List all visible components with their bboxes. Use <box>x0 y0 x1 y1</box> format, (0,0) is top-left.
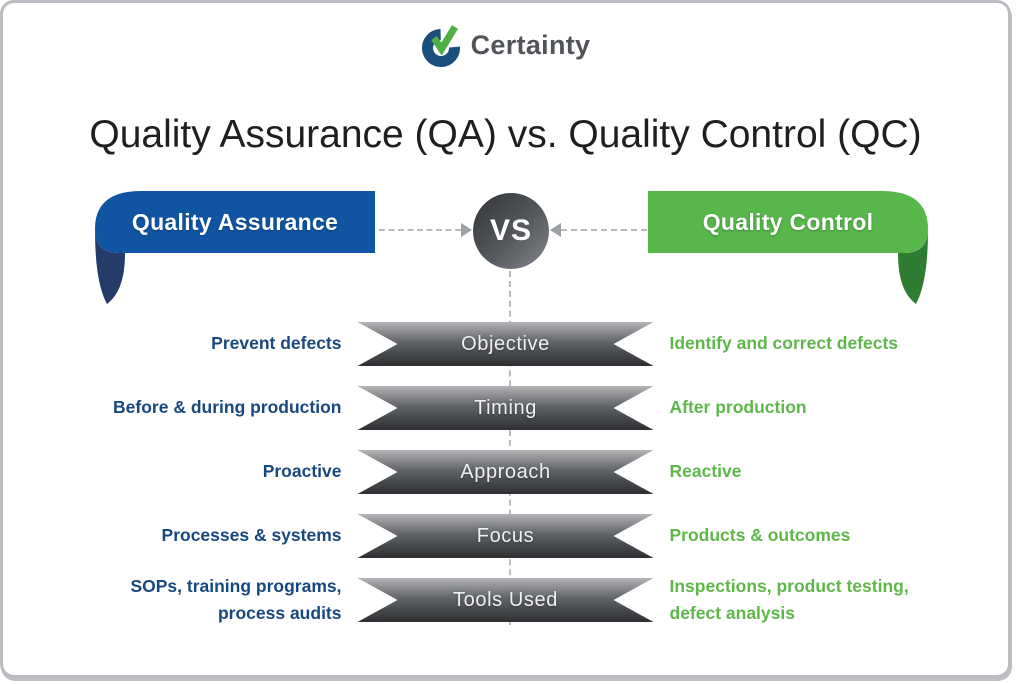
certainty-logo-icon <box>421 25 460 67</box>
qc-header-ribbon: Quality Control <box>648 191 928 306</box>
vs-badge: VS <box>473 193 549 269</box>
qa-dashed-connector <box>379 229 461 231</box>
page-title: Quality Assurance (QA) vs. Quality Contr… <box>89 113 922 157</box>
qa-arrowhead-icon <box>461 223 472 237</box>
qa-cell: SOPs, training programs, process audits <box>3 573 358 627</box>
qc-cell: After production <box>654 394 1009 421</box>
comparison-row-timing: Before & during production Timing After … <box>3 376 1008 440</box>
qc-dashed-connector <box>561 229 647 231</box>
qa-value: SOPs, training programs, process audits <box>130 575 342 623</box>
brand-name: Certainty <box>470 29 591 60</box>
qa-cell: Before & during production <box>3 394 358 421</box>
qa-value: Prevent defects <box>211 333 342 354</box>
row-category-banner: Approach <box>358 450 654 494</box>
qc-ribbon-shape <box>648 191 928 304</box>
qa-value: Before & during production <box>113 397 342 418</box>
category-label: Tools Used <box>453 588 558 611</box>
qa-value: Proactive <box>262 461 342 482</box>
category-label: Objective <box>461 332 550 355</box>
qc-value: Products & outcomes <box>669 525 851 546</box>
row-category-banner: Timing <box>358 386 654 430</box>
qa-cell: Prevent defects <box>3 330 358 357</box>
row-category-banner: Objective <box>358 322 654 366</box>
qa-cell: Processes & systems <box>3 522 358 549</box>
qa-cell: Proactive <box>3 458 358 485</box>
qc-value: Inspections, product testing, defect ana… <box>669 575 909 623</box>
qa-value: Processes & systems <box>161 525 342 546</box>
comparison-row-tools-used: SOPs, training programs, process audits … <box>3 568 1008 632</box>
comparison-row-focus: Processes & systems Focus Products & out… <box>3 504 1008 568</box>
qa-header-label: Quality Assurance <box>131 208 339 235</box>
qc-cell: Inspections, product testing, defect ana… <box>654 573 1009 627</box>
qc-value: Reactive <box>669 461 742 482</box>
qc-cell: Identify and correct defects <box>654 330 1009 357</box>
qc-cell: Reactive <box>654 458 1009 485</box>
comparison-row-approach: Proactive Approach Reactive <box>3 440 1008 504</box>
qc-value: Identify and correct defects <box>669 333 899 354</box>
qc-header-label: Quality Control <box>702 208 874 235</box>
row-category-banner: Focus <box>358 514 654 558</box>
qc-arrowhead-icon <box>550 223 561 237</box>
vertical-dashed-connector <box>509 271 511 625</box>
brand-logo: Certainty <box>3 23 1008 67</box>
category-label: Approach <box>460 460 551 483</box>
comparison-row-objective: Prevent defects Objective Identify and c… <box>3 312 1008 376</box>
qc-cell: Products & outcomes <box>654 522 1009 549</box>
qc-value: After production <box>669 397 807 418</box>
qa-header-ribbon: Quality Assurance <box>95 191 375 306</box>
category-label: Timing <box>474 396 537 419</box>
category-label: Focus <box>476 524 535 547</box>
vs-label: VS <box>489 214 533 247</box>
comparison-rows: Prevent defects Objective Identify and c… <box>3 312 1008 632</box>
qa-ribbon-shape <box>95 191 375 304</box>
row-category-banner: Tools Used <box>358 578 654 622</box>
